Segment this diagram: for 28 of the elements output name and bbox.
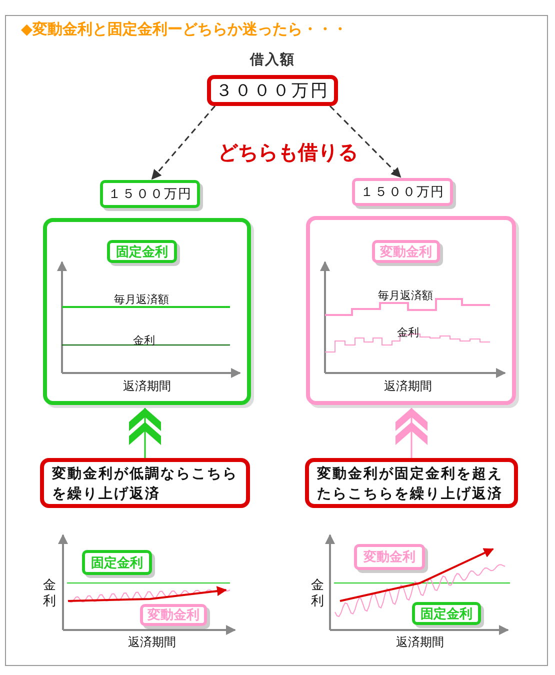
amount-box: １５００万円 xyxy=(352,178,453,206)
line-label: 毎月返済額 xyxy=(378,288,433,303)
axis-label: 返済期間 xyxy=(384,378,432,395)
axis-label: 金利 xyxy=(43,577,57,609)
panel-card xyxy=(43,218,251,405)
callout-text: どちらも借りる xyxy=(218,141,358,166)
arrow xyxy=(151,106,216,180)
amount-text: ３０００万円 xyxy=(216,80,330,102)
rate-tag: 固定金利 xyxy=(82,550,152,575)
arrow xyxy=(329,105,402,178)
rate-tag: 変動金利 xyxy=(372,240,440,263)
panel-card xyxy=(306,216,516,405)
axis-label: 返済期間 xyxy=(123,378,171,395)
note-box: 変動金利が低調ならこちらを繰り上げ返済 xyxy=(40,458,250,508)
axis-label: 金利 xyxy=(311,577,325,609)
rate-tag: 変動金利 xyxy=(354,544,425,570)
line-label: 毎月返済額 xyxy=(114,292,169,307)
axis-label: 返済期間 xyxy=(128,634,176,651)
rate-tag: 変動金利 xyxy=(140,604,207,626)
heading-label: 借入額 xyxy=(248,51,296,69)
axis-label: 返済期間 xyxy=(396,634,444,651)
title: ◆変動金利と固定金利ーどちらか迷ったら・・・ xyxy=(21,20,348,39)
line-label: 金利 xyxy=(133,334,155,348)
rate-tag: 固定金利 xyxy=(412,602,481,625)
amount-box: １５００万円 xyxy=(100,180,200,208)
note-box: 変動金利が固定金利を超えたらこちらを繰り上げ返済 xyxy=(305,458,518,508)
line-label: 金利 xyxy=(397,326,419,340)
rate-tag: 固定金利 xyxy=(107,240,177,263)
